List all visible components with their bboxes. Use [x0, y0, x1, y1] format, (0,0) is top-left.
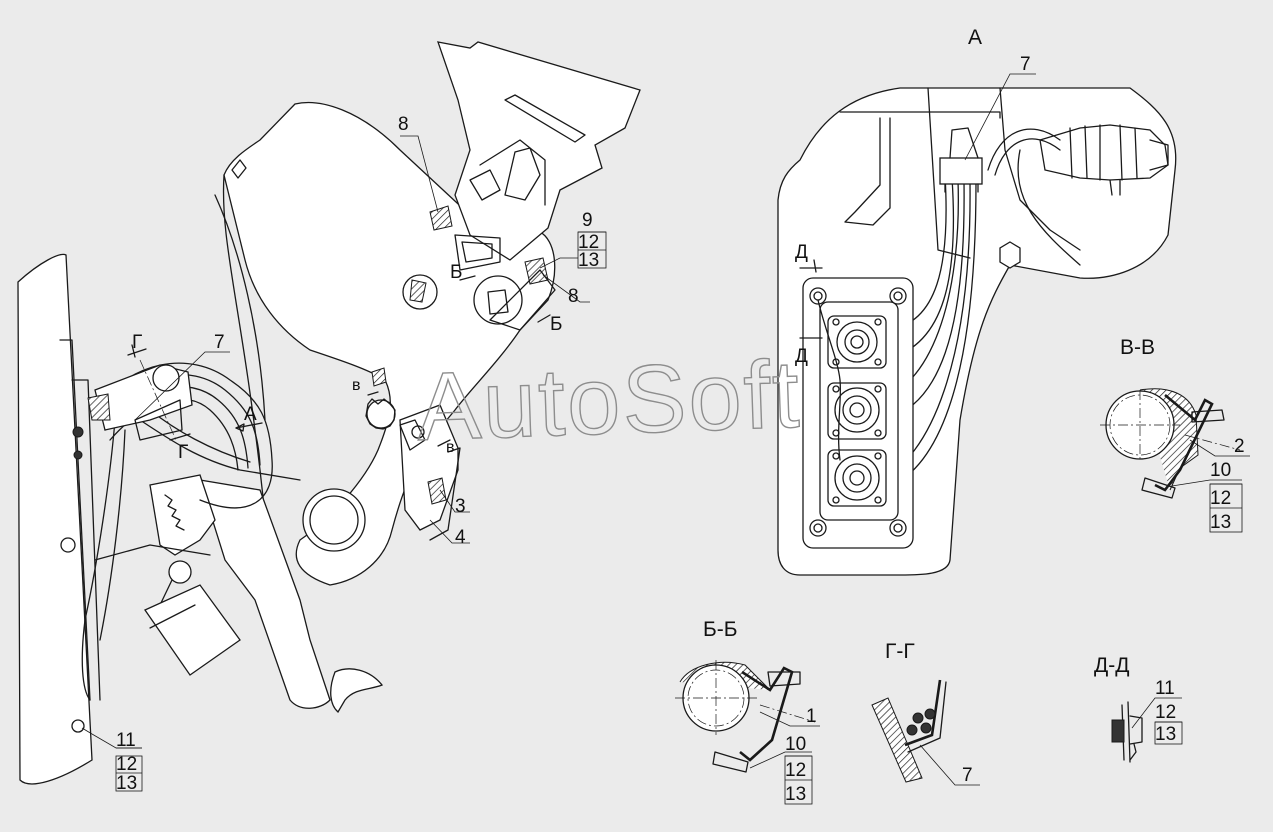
callout-13-dd: 13	[1155, 724, 1176, 745]
upper-bracket	[437, 41, 641, 261]
mark-b-right: Б	[550, 314, 562, 335]
callout-7-main: 7	[214, 332, 225, 353]
view-title-vv: В-В	[1120, 336, 1155, 359]
view-title-gg: Г-Г	[885, 640, 915, 663]
view-a	[777, 73, 1177, 576]
section-gg	[871, 679, 980, 786]
view-arrow-a	[235, 422, 263, 429]
socket-1	[827, 315, 887, 369]
view-title-bb: Б-Б	[703, 618, 738, 641]
callout-4: 4	[455, 527, 466, 548]
callout-7-view-a: 7	[1020, 54, 1031, 75]
section-bb	[675, 660, 820, 805]
view-title-a: А	[968, 26, 982, 49]
watermark: AutoSoft	[415, 341, 803, 461]
mark-g-top: Г	[132, 332, 142, 353]
callout-12-left: 12	[116, 754, 137, 775]
mark-g-bottom: Г	[178, 442, 188, 463]
view-title-dd: Д-Д	[1094, 654, 1129, 677]
callout-12-bb: 12	[785, 760, 806, 781]
brake-pedal	[199, 479, 331, 709]
socket-3	[827, 449, 887, 507]
section-line-g-top	[127, 348, 147, 356]
callout-13-bb: 13	[785, 784, 806, 805]
mark-v-top: в	[352, 377, 361, 394]
callout-11-dd: 11	[1155, 678, 1175, 699]
callout-8-right: 8	[568, 286, 579, 307]
callout-13-left: 13	[116, 773, 137, 794]
callout-12-main: 12	[578, 232, 599, 253]
left-panel	[17, 253, 93, 785]
socket-2	[827, 382, 887, 440]
mark-d-top: Д	[795, 242, 808, 263]
callout-13-vv: 13	[1210, 512, 1231, 533]
mark-a-arrow: А	[244, 404, 257, 425]
callout-11-main: 11	[116, 730, 136, 751]
callout-10-bb: 10	[785, 734, 806, 755]
section-line-g-bottom	[169, 433, 191, 441]
callout-2: 2	[1234, 436, 1245, 457]
callout-3: 3	[455, 496, 466, 517]
callout-7-gg: 7	[962, 765, 973, 786]
lever-hole	[302, 488, 366, 552]
callout-1: 1	[806, 706, 817, 727]
callout-9: 9	[582, 210, 593, 231]
callout-8-top: 8	[398, 114, 409, 135]
main-view	[17, 41, 641, 792]
callout-13-main: 13	[578, 250, 599, 271]
callout-12-dd: 12	[1155, 702, 1176, 723]
mark-v-bottom: в	[446, 439, 455, 456]
section-vv	[1100, 388, 1250, 533]
section-dd	[1111, 697, 1183, 763]
mark-d-bottom: Д	[795, 346, 808, 367]
mark-b-left: Б	[450, 262, 462, 283]
callout-10-vv: 10	[1210, 460, 1231, 481]
callout-12-vv: 12	[1210, 488, 1231, 509]
